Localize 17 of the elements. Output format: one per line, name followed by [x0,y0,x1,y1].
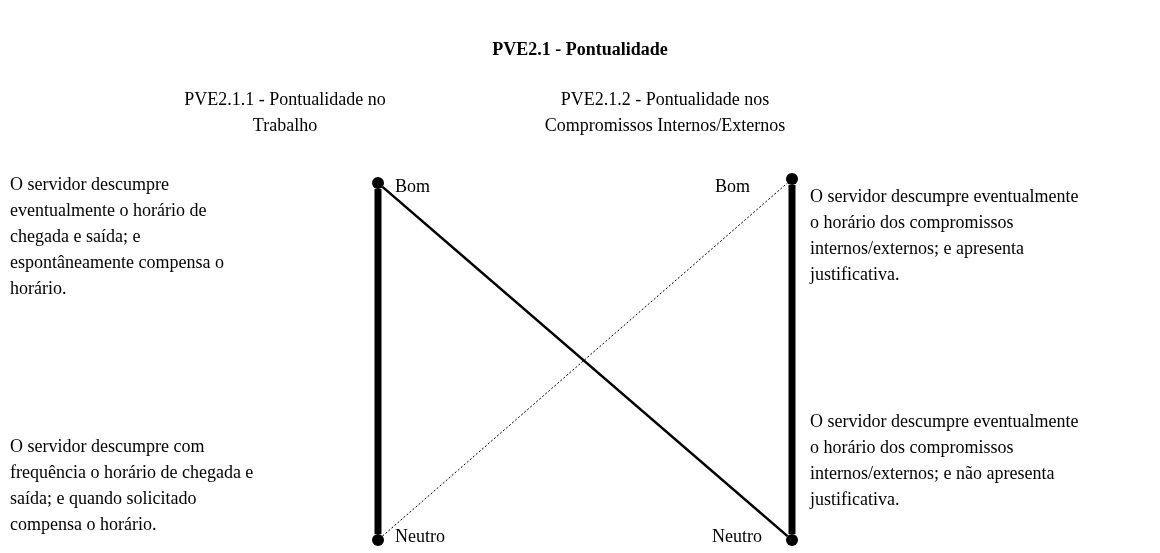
scale-point [372,177,384,189]
connecting-line [788,185,796,534]
point-label: Neutro [395,525,445,548]
point-label: Bom [715,175,750,198]
scale-point [372,534,384,546]
description-text: O servidor descumpre eventualmente o horário dos compromissos internos/externos; e apresenta justificativa. [810,185,1080,286]
scale-point [786,173,798,185]
scale-point [786,534,798,546]
scale-heading: PVE2.1.1 - Pontualidade no Trabalho [183,88,387,137]
description-text: O servidor descumpre eventualmente o horário dos compromissos internos/externos; e não apresenta justificativa. [810,410,1080,511]
point-label: Bom [395,175,430,198]
description-text: O servidor descumpre eventualmente o horário de chegada e saída; e espontâneamente compensa o horário. [10,173,225,300]
description-text: O servidor descumpre com frequência o horário de chegada e saída; e quando solicitado compensa o horário. [10,435,255,536]
scale-heading: PVE2.1.2 - Pontualidade nos Compromissos Internos/Externos [543,88,787,137]
point-label: Neutro [712,525,762,548]
connecting-line [374,189,382,534]
diagram-title: PVE2.1 - Pontualidade [491,38,669,61]
